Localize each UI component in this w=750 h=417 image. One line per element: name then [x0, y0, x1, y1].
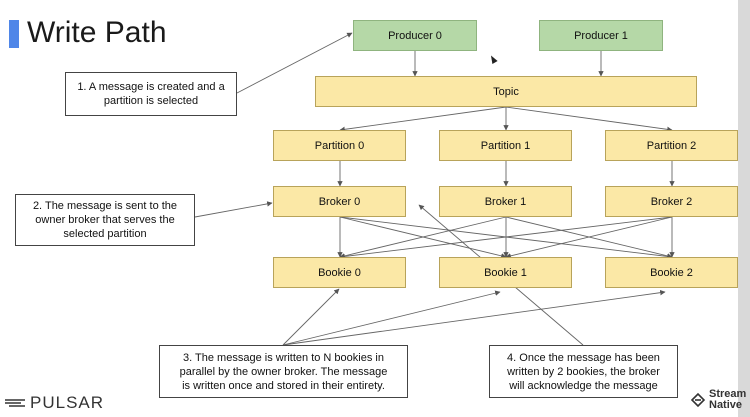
note-step-4: 4. Once the message has been written by … — [489, 345, 678, 398]
note-step-2-line-2: owner broker that serves the — [35, 214, 175, 226]
note-step-1-line-1: 1. A message is created and a — [77, 81, 225, 93]
partition-0-box[interactable]: Partition 0 — [273, 130, 406, 161]
edge-broker-2-bookie-1 — [505, 216, 673, 259]
note-step-2: 2. The message is sent to the owner brok… — [15, 194, 195, 246]
broker-1-box[interactable]: Broker 1 — [439, 186, 572, 217]
note-step-4-line-3: will acknowledge the message — [509, 379, 658, 392]
note-step-1: 1. A message is created and a partition … — [65, 72, 237, 116]
note-step-2-line-1: 2. The message is sent to the — [32, 200, 178, 212]
producer-1-box[interactable]: Producer 1 — [539, 20, 663, 51]
topic-box[interactable]: Topic — [315, 76, 697, 107]
streamnative-logo-icon — [690, 392, 706, 408]
broker-0-box[interactable]: Broker 0 — [273, 186, 406, 217]
diagram-edges — [194, 32, 675, 346]
note-step-3-line-3: is written once and stored in their enti… — [182, 379, 385, 392]
note-step-2-line-3: selected partition — [63, 228, 147, 240]
partition-1-box[interactable]: Partition 1 — [439, 130, 572, 161]
pulsar-logo-text: PULSAR — [30, 393, 105, 412]
bookie-2-box[interactable]: Bookie 2 — [605, 257, 738, 288]
producer-0-box[interactable]: Producer 0 — [353, 20, 477, 51]
note-step-1-line-2: partition is selected — [103, 95, 199, 107]
note-step-4-line-1: 4. Once the message has been — [507, 351, 660, 364]
edge-topic-partition-0 — [339, 106, 507, 133]
partition-2-box[interactable]: Partition 2 — [605, 130, 738, 161]
note-step-3: 3. The message is written to N bookies i… — [159, 345, 408, 398]
title-accent-bar — [9, 20, 19, 48]
note-step-3-line-2: parallel by the owner broker. The messag… — [179, 365, 388, 378]
note-step-4-line-2: written by 2 bookies, the broker — [507, 365, 660, 378]
edge-broker-1-bookie-0 — [339, 216, 507, 259]
edge-note-3-bookie-1 — [282, 290, 501, 346]
edge-topic-partition-2 — [505, 106, 673, 133]
edge-note-3-bookie-0 — [282, 288, 340, 346]
edge-broker-2-bookie-0 — [339, 216, 673, 260]
streamnative-logo-line-2: Native — [709, 399, 743, 411]
page-title: Write Path — [27, 16, 167, 49]
edge-note-1-producer-0 — [236, 32, 353, 94]
streamnative-logo-line-1: Stream — [709, 388, 747, 400]
pulsar-logo: PULSAR — [4, 393, 104, 413]
note-step-3-line-1: 3. The message is written to N bookies i… — [183, 351, 384, 364]
edge-note-3-bookie-2 — [282, 289, 666, 346]
bookie-1-box[interactable]: Bookie 1 — [439, 257, 572, 288]
streamnative-logo: Stream Native — [690, 389, 746, 411]
edge-note-2-broker-0 — [194, 201, 273, 218]
pulsar-logo-icon — [5, 399, 25, 407]
broker-2-box[interactable]: Broker 2 — [605, 186, 738, 217]
bookie-0-box[interactable]: Bookie 0 — [273, 257, 406, 288]
right-edge-strip — [738, 0, 750, 417]
